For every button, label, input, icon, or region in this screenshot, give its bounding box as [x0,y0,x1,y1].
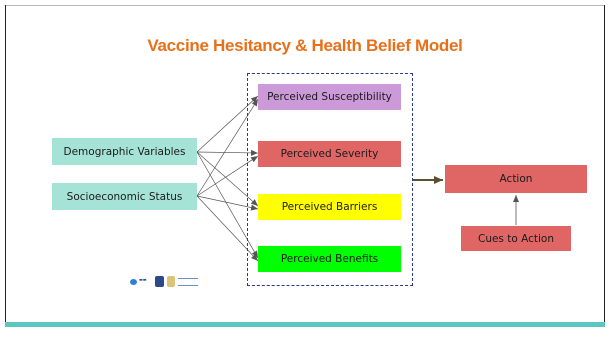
government-emblem-icon [155,276,164,287]
perceived-severity-box: Perceived Severity [258,141,401,167]
perceived-barriers-box: Perceived Barriers [258,194,401,220]
slide-bottom-accent-bar [5,322,605,327]
perceived-susceptibility-box: Perceived Susceptibility [258,84,401,110]
action-box: Action [445,165,587,193]
slide-left-border [5,5,6,323]
perceived-susceptibility-label: Perceived Susceptibility [267,91,392,103]
slide-right-border [604,5,605,323]
crest-icon [167,276,175,287]
perceptions-group-border [247,73,413,286]
cues-to-action-label: Cues to Action [477,232,555,245]
perceived-severity-label: Perceived Severity [280,148,379,160]
perceived-benefits-label: Perceived Benefits [280,253,379,265]
slide-top-edge [5,5,605,6]
cues-to-action-box: Cues to Action [461,226,571,251]
partner-logo-icon [178,278,198,286]
action-label: Action [499,173,533,185]
socioeconomic-status-label: Socioeconomic Status [66,190,183,203]
demographic-variables-label: Demographic Variables [63,145,186,158]
socioeconomic-status-box: Socioeconomic Status [52,183,197,210]
institution-logo-wordmark: ▬▬ [139,277,147,282]
demographic-variables-box: Demographic Variables [52,138,197,165]
institution-logo-icon [130,279,137,285]
perceived-barriers-label: Perceived Barriers [281,201,378,213]
footer-logos: ▬▬ [130,275,200,289]
perceived-benefits-box: Perceived Benefits [258,246,401,272]
slide-title: Vaccine Hesitancy & Health Belief Model [147,36,463,55]
